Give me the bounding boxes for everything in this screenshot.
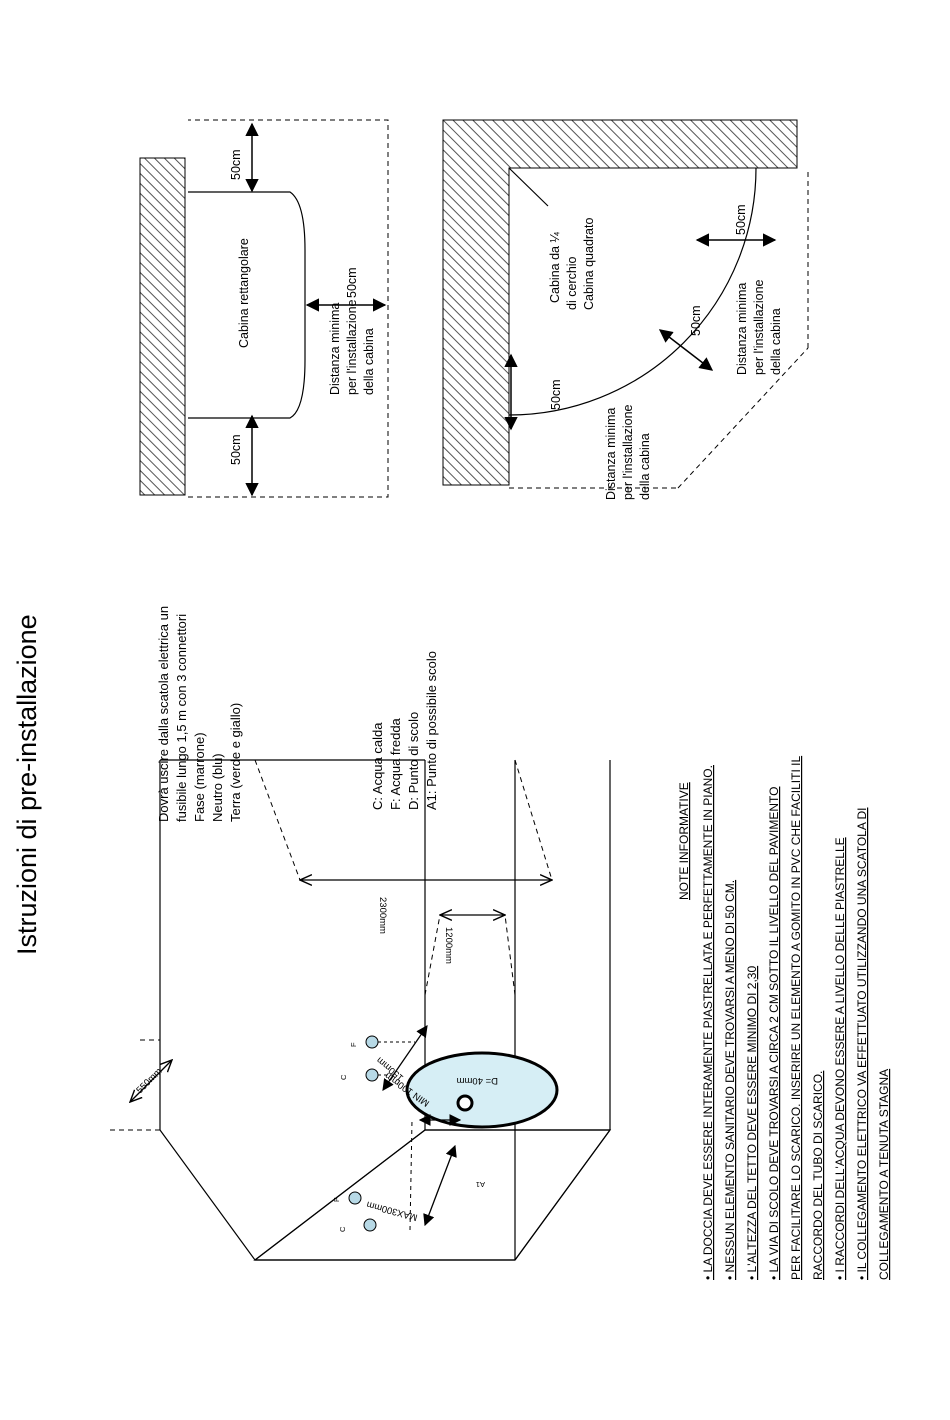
- dist-left-label: 50cm: [229, 149, 243, 180]
- cabin-rect-label: Cabina rettangolare: [237, 238, 251, 348]
- legend: C: Acqua calda F: Acqua fredda D: Punto …: [370, 651, 439, 810]
- min-distance-line2: per l'installazione: [345, 299, 359, 395]
- iso-face-left: [253, 1129, 612, 1261]
- valve-c-back-label: C: [339, 1074, 348, 1080]
- dim-arrow-diag: [658, 329, 714, 371]
- notes-section: NOTE INFORMATIVE • LA DOCCIA DEVE ESSERE…: [677, 756, 891, 1280]
- drain-ellipse: [405, 1051, 559, 1129]
- dist-b-label: 50cm: [734, 204, 748, 235]
- page-title: Istruzioni di pre-installazione: [12, 614, 42, 955]
- valve-c-left: [363, 1218, 377, 1232]
- dist-front-label: 50cm: [345, 267, 359, 298]
- min-b-line2: per l'installazione: [752, 279, 766, 375]
- a1-label: A1: [476, 1180, 485, 1189]
- note-line-4: • LA VIA DI SCOLO DEVE TROVARSI A CIRCA …: [767, 787, 781, 1280]
- note-line-7: • I RACCORDI DELL'ACQUA DEVONO ESSERE A …: [833, 837, 847, 1280]
- dist-right-label: 50cm: [229, 434, 243, 465]
- min-line-diag: [677, 347, 809, 489]
- cabin-quarter-line2: di cerchio: [565, 256, 579, 310]
- valve-c-back: [365, 1068, 379, 1082]
- note-line-5: PER FACILITARE LO SCARICO. INSERIRE UN E…: [789, 756, 803, 1280]
- electrical-line2: fusibile lungo 1,5 m con 3 connettori: [174, 614, 189, 822]
- note-line-1: • LA DOCCIA DEVE ESSERE INTERAMENTE PIAS…: [701, 765, 715, 1280]
- min-distance-outline: [188, 119, 389, 498]
- dim-depth-arrow: [130, 1060, 172, 1102]
- dist-c-label: 50cm: [689, 305, 703, 336]
- valve-c-left-label: C: [338, 1226, 347, 1232]
- rect-cabin-diagram: Cabina rettangolare 50cm 50cm 50cm Dista…: [139, 119, 389, 498]
- valve-f-left-label: F: [332, 1197, 341, 1202]
- electrical-line3: Fase (marrone): [192, 732, 207, 822]
- height-label: 2300mm: [377, 897, 388, 934]
- electrical-line4: Neutro (blu): [210, 753, 225, 822]
- min-a-line3: della cabina: [638, 433, 652, 500]
- min-b-line3: della cabina: [769, 308, 783, 375]
- note-line-9: COLLEGAMENTO A TENUTA STAGNA: [877, 1069, 891, 1280]
- min-b-line1: Distanza minima: [735, 283, 749, 375]
- note-line-6: RACCORDO DEL TUBO DI SCARICO.: [811, 1071, 825, 1280]
- min-distance-line3: della cabina: [362, 328, 376, 395]
- legend-a1: A1: Punto di possibile scolo: [424, 651, 439, 810]
- note-line-8: • IL COLLEGAMENTO ELETTRICO VA EFFETTUAT…: [855, 807, 869, 1280]
- electrical-line5: Terra (verde e giallo): [228, 703, 243, 822]
- valve-f-left: [348, 1191, 362, 1205]
- notes-heading: NOTE INFORMATIVE: [677, 782, 691, 900]
- cabin-outline: [188, 191, 306, 419]
- min-a-line2: per l'installazione: [621, 404, 635, 500]
- quarter-cabin-diagram: Cabina da ¼ di cerchio Cabina quadrato 5…: [442, 119, 809, 500]
- cabin-quarter-line1: Cabina da ¼: [548, 232, 562, 303]
- dist-a-label: 50cm: [549, 379, 563, 410]
- corner-wall-hatch: [442, 119, 798, 486]
- drain-hole: [456, 1094, 474, 1112]
- electrical-line1: Dovrà uscire dalla scatola elettrica un: [156, 606, 171, 822]
- wall-hatch: [139, 157, 186, 496]
- note-line-3: • L'ALTEZZA DEL TETTO DEVE ESSERE MINIMO…: [745, 966, 759, 1280]
- width-label: 1200mm: [443, 927, 454, 964]
- dim-max-arrow: [423, 1144, 457, 1227]
- min-a-line1: Distanza minima: [604, 408, 618, 500]
- legend-d: D: Punto di scolo: [406, 712, 421, 810]
- valve-f-back-label: F: [349, 1042, 358, 1047]
- drain-label: D= 40mm: [456, 1075, 498, 1086]
- electrical-info: Dovrà uscire dalla scatola elettrica un …: [156, 606, 243, 822]
- quarter-circle-arc: [508, 167, 757, 416]
- cabin-quarter-line3: Cabina quadrato: [582, 218, 596, 310]
- valve-f-back: [365, 1035, 379, 1049]
- arc-corner-cut: [508, 167, 549, 207]
- legend-f: F: Acqua fredda: [388, 717, 403, 810]
- dim-spacing-arrow: [382, 1025, 428, 1091]
- legend-c: C: Acqua calda: [370, 722, 385, 810]
- note-line-2: • NESSUN ELEMENTO SANITARIO DEVE TROVARS…: [723, 880, 737, 1280]
- min-distance-line1: Distanza minima: [328, 303, 342, 395]
